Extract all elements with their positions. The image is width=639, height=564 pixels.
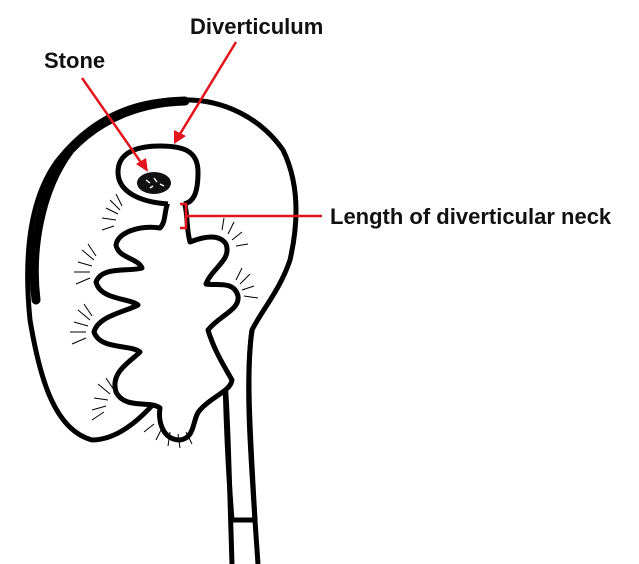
stone-label: Stone (44, 48, 105, 73)
stone-shape (137, 172, 171, 194)
neck-length-label: Length of diverticular neck (330, 204, 612, 229)
diverticulum-label: Diverticulum (190, 14, 323, 39)
